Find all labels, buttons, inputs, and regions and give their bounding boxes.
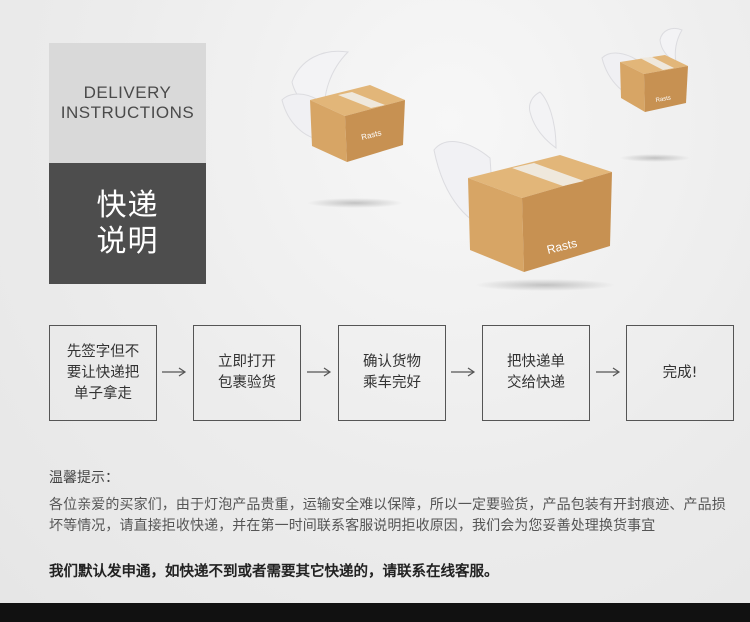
chinese-title-block: 快递 说明 xyxy=(49,163,206,284)
step-2-label: 立即打开 包裹验货 xyxy=(218,354,276,391)
step-3-label: 确认货物 乘车完好 xyxy=(363,354,421,391)
notice-title: 温馨提示： xyxy=(49,470,119,486)
winged-boxes-illustration: Rasts Rasts Rasts xyxy=(281,27,690,291)
step-1-label: 先签字但不 要让快递把 单子拿走 xyxy=(66,343,140,402)
step-5-label: 完成! xyxy=(662,364,698,381)
arrow-right-icon xyxy=(307,367,332,377)
large-winged-box: Rasts xyxy=(433,91,612,272)
bottom-bar xyxy=(0,603,750,622)
step-5-done: 完成! xyxy=(626,325,734,421)
notice-courier-note: 我们默认发申通，如快递不到或者需要其它快递的，请联系在线客服。 xyxy=(49,564,499,580)
english-title-line2: INSTRUCTIONS xyxy=(60,103,195,122)
arrow-right-icon xyxy=(596,367,621,377)
english-title-line1: DELIVERY xyxy=(83,83,172,102)
notice-body: 各位亲爱的买家们，由于灯泡产品贵重，运输安全难以保障，所以一定要验货，产品包装有… xyxy=(49,497,726,534)
arrow-right-icon xyxy=(162,367,187,377)
box-shadow xyxy=(475,279,615,291)
box-shadow xyxy=(307,198,403,208)
english-title-block: DELIVERY INSTRUCTIONS xyxy=(49,43,206,163)
chinese-title-line2: 说明 xyxy=(96,223,159,259)
step-4-label: 把快递单 交给快递 xyxy=(507,354,565,391)
step-4-handover: 把快递单 交给快递 xyxy=(482,325,590,421)
arrow-right-icon xyxy=(451,367,476,377)
brand-label: Rasts xyxy=(655,95,671,104)
chinese-title-line1: 快递 xyxy=(96,187,159,223)
small-winged-box-left: Rasts xyxy=(281,50,405,162)
box-shadow xyxy=(620,154,690,162)
step-1-sign: 先签字但不 要让快递把 单子拿走 xyxy=(49,325,157,421)
small-winged-box-right: Rasts xyxy=(601,27,688,112)
step-2-inspect: 立即打开 包裹验货 xyxy=(193,325,301,421)
step-3-confirm: 确认货物 乘车完好 xyxy=(338,325,446,421)
